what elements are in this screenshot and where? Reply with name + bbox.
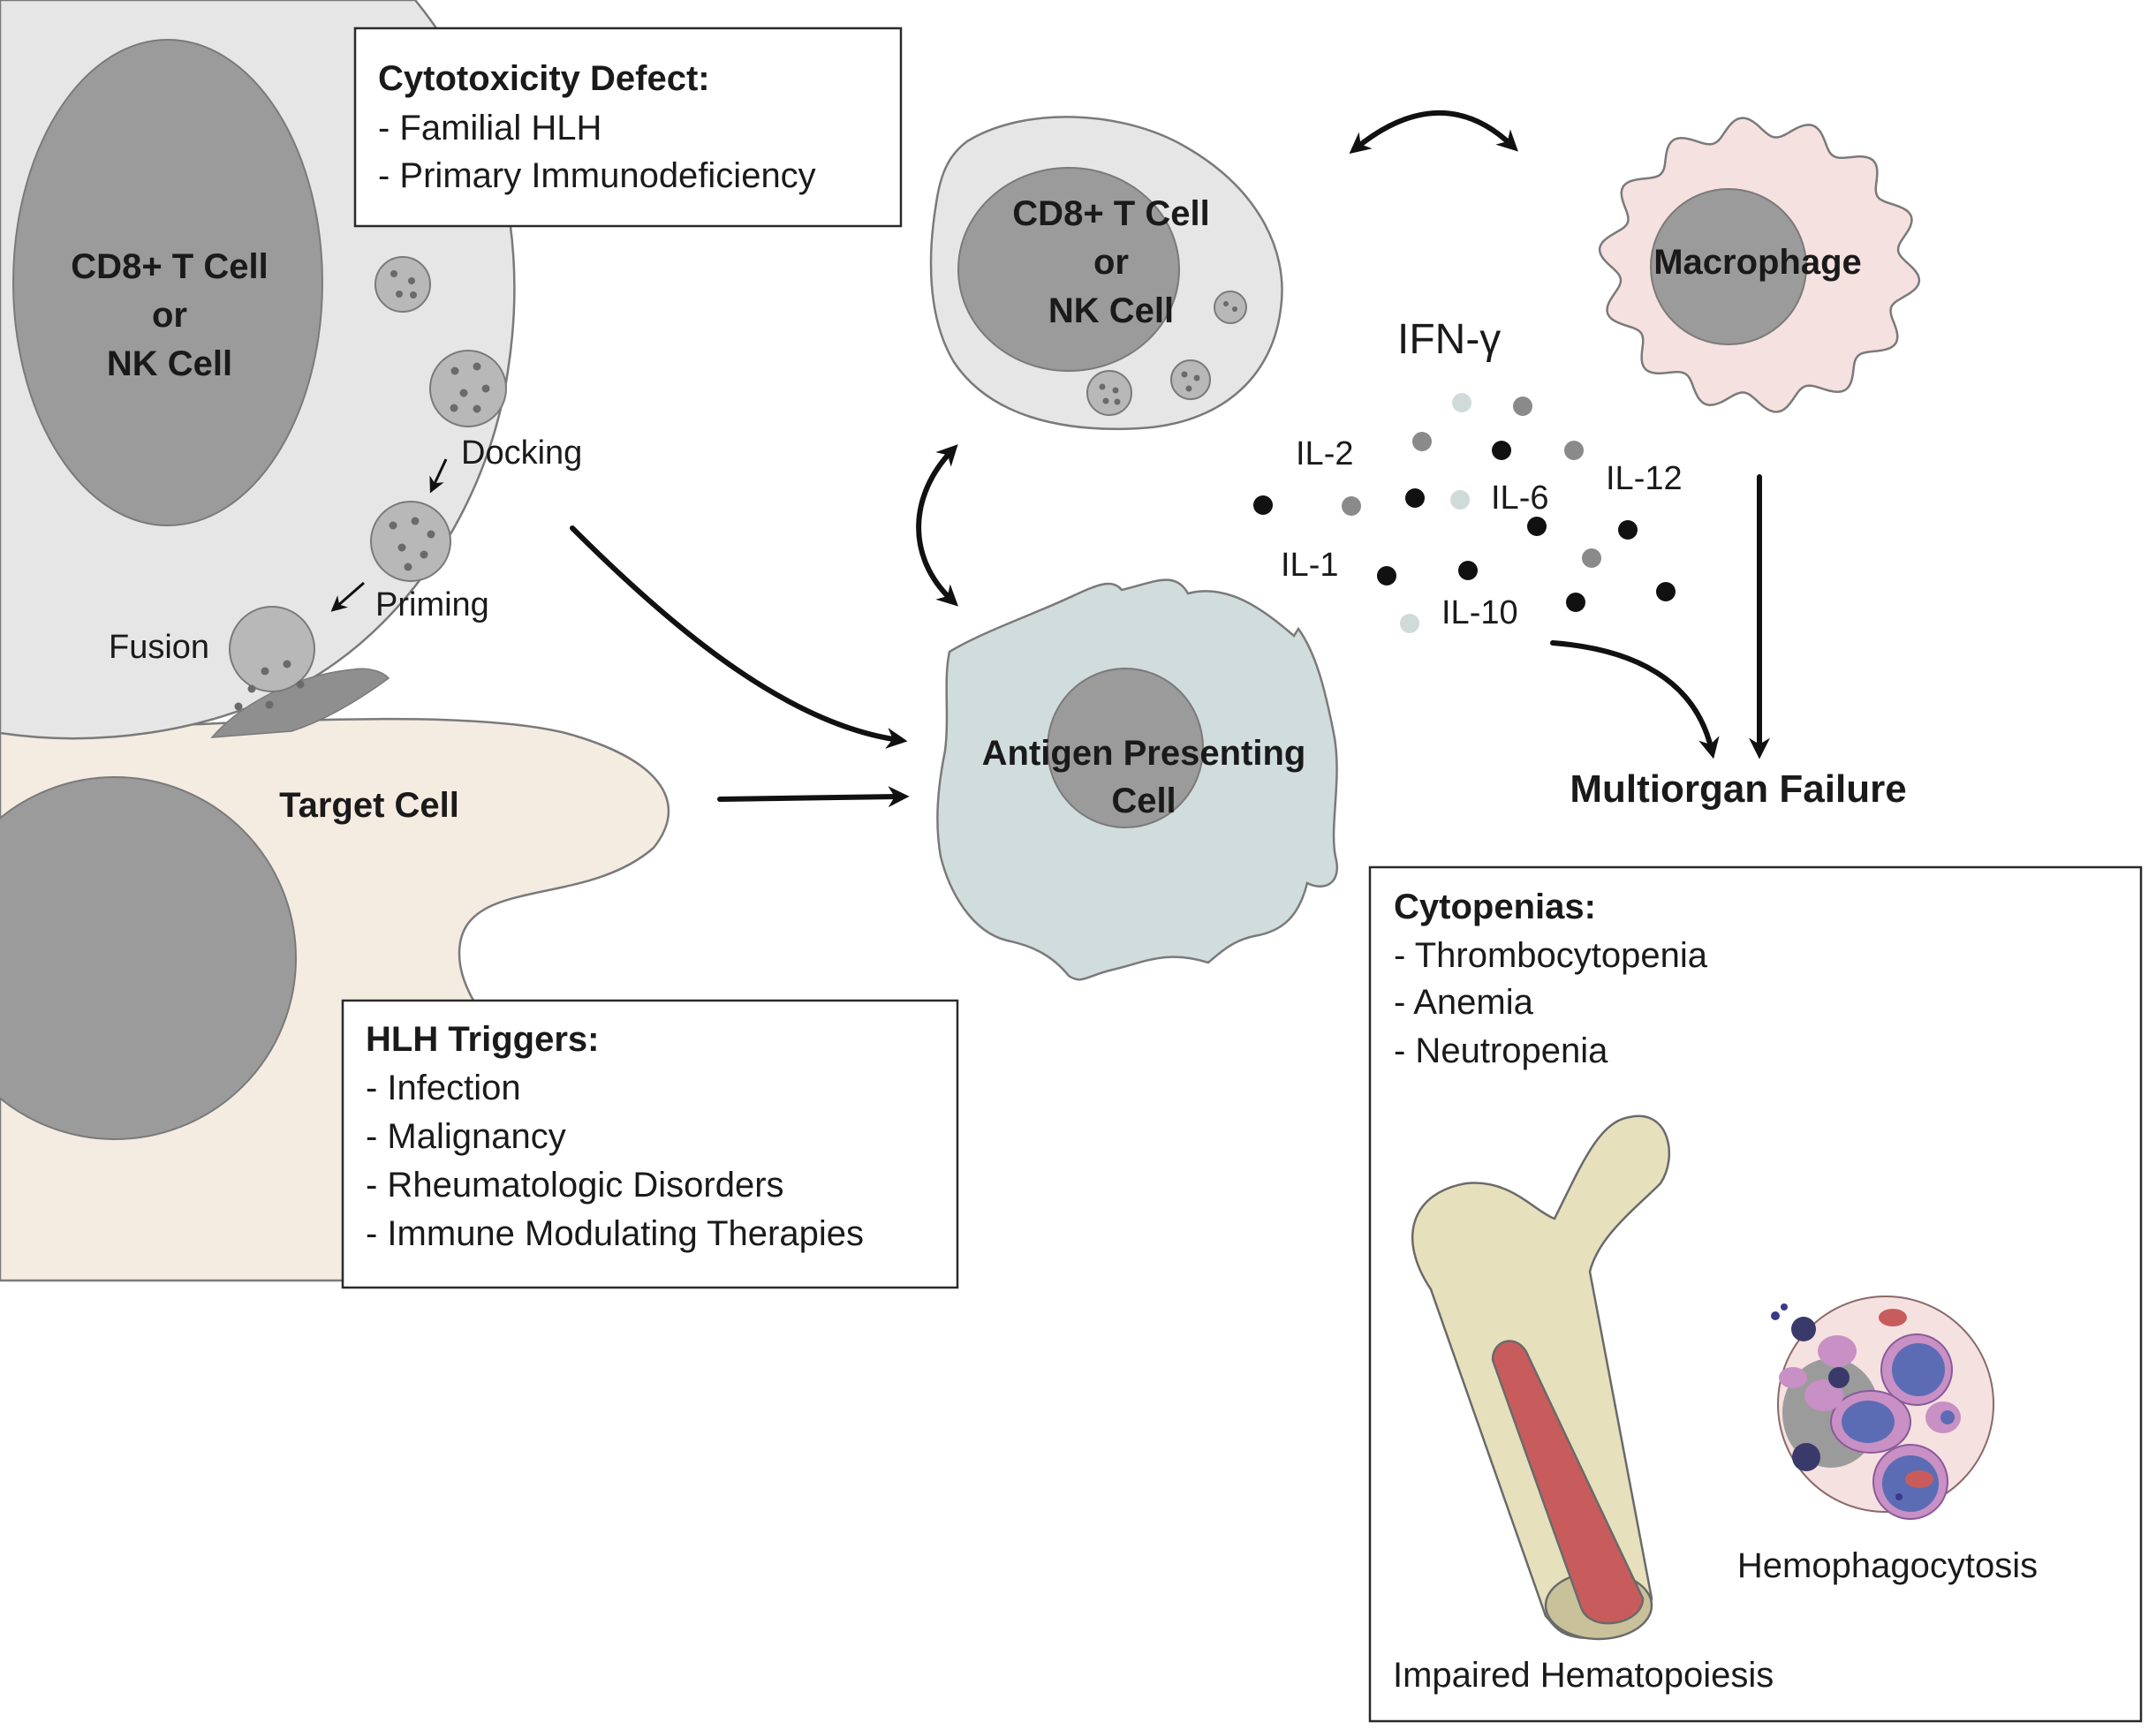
il1-label: IL-1 [1281, 547, 1338, 584]
apc-label-line1: Antigen Presenting [982, 734, 1306, 773]
hemophagocytosis-caption: Hemophagocytosis [1737, 1546, 2038, 1585]
multiorgan-failure-label: Multiorgan Failure [1570, 767, 1906, 811]
cytopenias-box: Cytopenias: - Thrombocytopenia - Anemia … [1368, 865, 2143, 1723]
hlh-triggers-box: HLH Triggers: - Infection - Malignancy -… [341, 999, 959, 1289]
granule-1 [374, 256, 431, 313]
upper-cell-label-line3: NK Cell [1048, 291, 1174, 330]
target-to-apc-arrow [717, 786, 910, 808]
bone-marrow [1491, 1340, 1645, 1625]
upper-granule-2 [1086, 370, 1132, 416]
cytopenias-title: Cytopenias: [1394, 888, 1596, 926]
fusion-label: Fusion [109, 629, 209, 666]
upper-granule-1 [1214, 291, 1247, 324]
upper-granule-3 [1170, 359, 1211, 400]
tcell-apc-double-arrow [916, 444, 958, 607]
bone-illustration [1411, 1114, 1671, 1641]
il6-label: IL-6 [1491, 480, 1548, 517]
left-cell-label-line2: or [152, 296, 187, 335]
cytotoxicity-defect-box: Cytotoxicity Defect: - Familial HLH - Pr… [353, 26, 903, 228]
upper-cell-label-line1: CD8+ T Cell [1012, 194, 1209, 233]
cytotoxicity-item-familial-hlh: - Familial HLH [378, 109, 601, 147]
granule-2 [429, 350, 507, 427]
cytokine-dots [1253, 393, 1676, 633]
synapse-region [210, 668, 390, 738]
granule-3 [370, 501, 451, 582]
granule-4 [229, 606, 315, 711]
trigger-item-immune-therapies: - Immune Modulating Therapies [366, 1214, 864, 1253]
docking-step-arrow [429, 458, 448, 494]
hlh-triggers-title: HLH Triggers: [366, 1020, 599, 1059]
macrophage-label: Macrophage [1653, 243, 1862, 282]
left-cell-label-line3: NK Cell [107, 344, 232, 383]
cytotoxicity-item-primary-immunodeficiency: - Primary Immunodeficiency [378, 156, 816, 195]
cytokines-to-failure-arrow [1550, 640, 1720, 759]
il2-label: IL-2 [1296, 435, 1353, 472]
cytotoxicity-defect-title: Cytotoxicity Defect: [378, 59, 710, 98]
cytopenia-item-thrombocytopenia: - Thrombocytopenia [1394, 936, 1708, 975]
apc-nucleus [1047, 668, 1204, 828]
macrophage-nucleus [1650, 188, 1807, 345]
ifn-gamma-label: IFN-γ [1397, 316, 1501, 363]
il12-label: IL-12 [1606, 460, 1683, 497]
cytopenia-item-neutropenia: - Neutropenia [1394, 1031, 1608, 1070]
tcell-macrophage-double-arrow [1349, 110, 1518, 155]
priming-label: Priming [375, 586, 489, 623]
left-cell-label-line1: CD8+ T Cell [71, 247, 268, 286]
trigger-item-malignancy: - Malignancy [366, 1117, 566, 1156]
trigger-item-rheumatologic: - Rheumatologic Disorders [366, 1166, 784, 1205]
upper-cell-label-line2: or [1093, 243, 1129, 282]
apc-label-line2: Cell [1111, 782, 1176, 820]
upper-cell-nucleus [957, 167, 1180, 372]
target-cell-label: Target Cell [279, 786, 459, 825]
target-cell-nucleus [0, 776, 297, 1140]
docking-label: Docking [461, 434, 582, 472]
trigger-item-infection: - Infection [366, 1069, 521, 1107]
hemophagocytosis-illustration [1771, 1296, 1994, 1520]
il10-label: IL-10 [1441, 594, 1518, 631]
left-cell-nucleus [12, 39, 323, 526]
impaired-hematopoiesis-caption: Impaired Hematopoiesis [1393, 1656, 1774, 1695]
cytopenia-item-anemia: - Anemia [1394, 983, 1534, 1022]
cell-to-apc-arrow [570, 525, 908, 749]
priming-step-arrow [330, 581, 365, 612]
